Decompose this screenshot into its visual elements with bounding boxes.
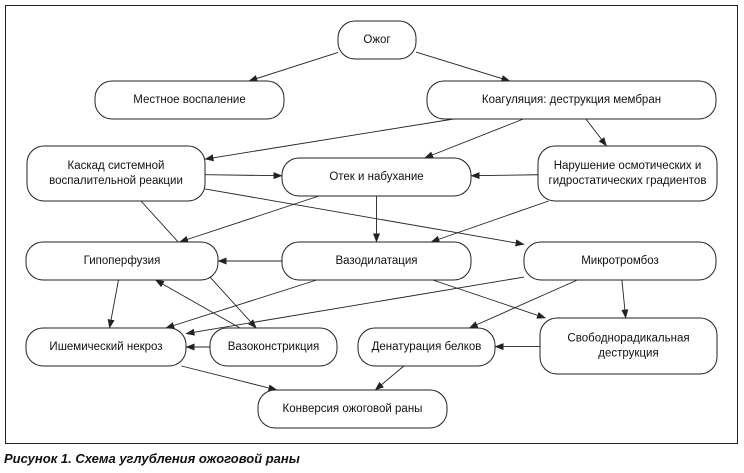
node-label: Гипоперфузия <box>84 255 161 267</box>
node-box <box>281 157 472 197</box>
node-label: деструкция <box>598 348 658 360</box>
arrow-micro-to-freerad <box>621 279 629 319</box>
arrow-osmotic-to-edema <box>470 172 539 180</box>
arrow-ischem-to-conv <box>181 365 278 392</box>
node-hypo: Гипоперфузия <box>25 241 219 281</box>
node-box <box>209 327 338 367</box>
node-burn: Ожог <box>337 20 417 60</box>
node-box <box>94 80 285 120</box>
node-box <box>26 145 206 202</box>
arrow-vasodil-to-freerad <box>432 279 546 319</box>
node-label: Денатурация белков <box>372 341 482 353</box>
node-box <box>25 241 219 281</box>
node-osmotic: Нарушение осмотических и гидростатических… <box>537 145 718 202</box>
arrow-coag-to-edema <box>424 118 524 159</box>
node-conv: Конверсия ожоговой раны <box>257 389 448 429</box>
arrow-micro-to-denat <box>468 279 578 329</box>
node-label: гидростатических градиентов <box>549 175 707 187</box>
node-label: Вазоконстрикция <box>228 341 320 353</box>
arrow-burn-to-coag <box>415 51 511 82</box>
arrow-coag-to-osmotic <box>585 118 607 147</box>
node-box <box>357 327 496 367</box>
arrow-burn-to-local <box>248 52 339 82</box>
node-label: Ожог <box>363 34 390 46</box>
node-label: воспалительной реакции <box>49 175 183 187</box>
node-label: Свободнорадикальная <box>567 333 689 345</box>
node-denat: Денатурация белков <box>357 327 496 367</box>
node-ischem: Ишемический некроз <box>25 327 187 367</box>
node-freerad: Свободнорадикальная деструкция <box>539 317 718 375</box>
node-micro: Микротромбоз <box>523 241 717 281</box>
node-box <box>337 20 417 60</box>
arrow-coag-to-cascade <box>204 118 454 162</box>
arrow-cascade-to-micro <box>204 188 525 247</box>
arrow-osmotic-to-vasodil <box>430 200 549 243</box>
figure-caption: Рисунок 1. Схема углубления ожоговой ран… <box>4 451 300 466</box>
node-label: Конверсия ожоговой раны <box>283 403 423 415</box>
arrow-denat-to-conv <box>374 365 405 391</box>
node-label: Вазодилатация <box>336 255 418 267</box>
node-box <box>257 389 448 429</box>
node-label: Отек и набухание <box>329 171 423 183</box>
diagram-frame <box>5 5 738 444</box>
arrow-hypo-to-ischem <box>107 279 119 329</box>
node-box <box>25 327 187 367</box>
arrow-edema-to-hypo <box>179 195 320 243</box>
node-local: Местное воспаление <box>94 80 285 120</box>
node-box <box>523 241 717 281</box>
node-box <box>539 317 718 375</box>
node-label: Микротромбоз <box>581 255 659 267</box>
node-label: Нарушение осмотических и <box>554 160 702 172</box>
node-label: Местное воспаление <box>133 94 245 106</box>
arrow-cascade-to-edema <box>204 172 283 180</box>
node-label: Ишемический некроз <box>49 341 162 353</box>
node-label: Каскад системной <box>68 160 165 172</box>
node-cascade: Каскад системной воспалительной реакции <box>26 145 206 202</box>
node-box <box>537 145 718 202</box>
node-vasodil: Вазодилатация <box>281 241 472 281</box>
node-box <box>281 241 472 281</box>
node-box <box>426 80 717 120</box>
node-coag: Коагуляция: деструкция мембран <box>426 80 717 120</box>
arrow-vasodil-to-ischem <box>165 279 317 329</box>
node-vasocon: Вазоконстрикция <box>209 327 338 367</box>
arrow-micro-to-ischem <box>185 276 525 336</box>
node-edema: Отек и набухание <box>281 157 472 197</box>
arrow-vasocon-to-hypo <box>155 279 241 329</box>
node-label: Коагуляция: деструкция мембран <box>482 94 661 106</box>
